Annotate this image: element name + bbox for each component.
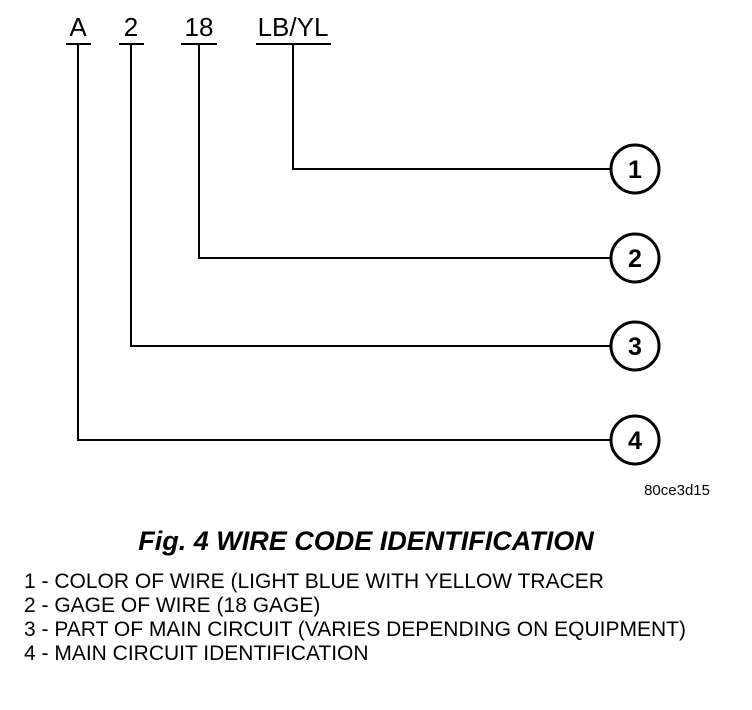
legend-list: 1 - COLOR OF WIRE (LIGHT BLUE WITH YELLO…: [24, 570, 744, 666]
code-segment-circuit: A: [69, 12, 87, 42]
callout-number-2: 2: [628, 245, 642, 273]
wire-code-diagram: A 2 18 LB/YL 1 2 3 4 80ce3d15: [66, 12, 710, 499]
callout-circle-3: [609, 320, 661, 372]
figure-title: Fig. 4 WIRE CODE IDENTIFICATION: [138, 526, 594, 556]
callout-circle-2: [609, 232, 661, 284]
leader-line-1: [292, 44, 611, 170]
callout-number-4: 4: [628, 427, 642, 455]
leader-line-4: [77, 44, 611, 441]
callout-circle-4: [609, 414, 661, 466]
code-segment-color: LB/YL: [258, 12, 329, 42]
legend-item-4: 4 - MAIN CIRCUIT IDENTIFICATION: [24, 642, 369, 665]
code-segment-gage: 18: [185, 12, 214, 42]
callout-number-3: 3: [628, 333, 642, 361]
legend-item-3: 3 - PART OF MAIN CIRCUIT (VARIES DEPENDI…: [24, 618, 686, 641]
leader-line-3: [130, 44, 611, 347]
code-segment-part: 2: [124, 12, 138, 42]
legend-item-2: 2 - GAGE OF WIRE (18 GAGE): [24, 594, 321, 617]
callout-number-1: 1: [628, 156, 642, 184]
callout-circle-1: [609, 143, 661, 195]
figure-reference-id: 80ce3d15: [644, 482, 710, 499]
leader-line-2: [198, 44, 611, 259]
legend-item-1: 1 - COLOR OF WIRE (LIGHT BLUE WITH YELLO…: [24, 570, 604, 593]
